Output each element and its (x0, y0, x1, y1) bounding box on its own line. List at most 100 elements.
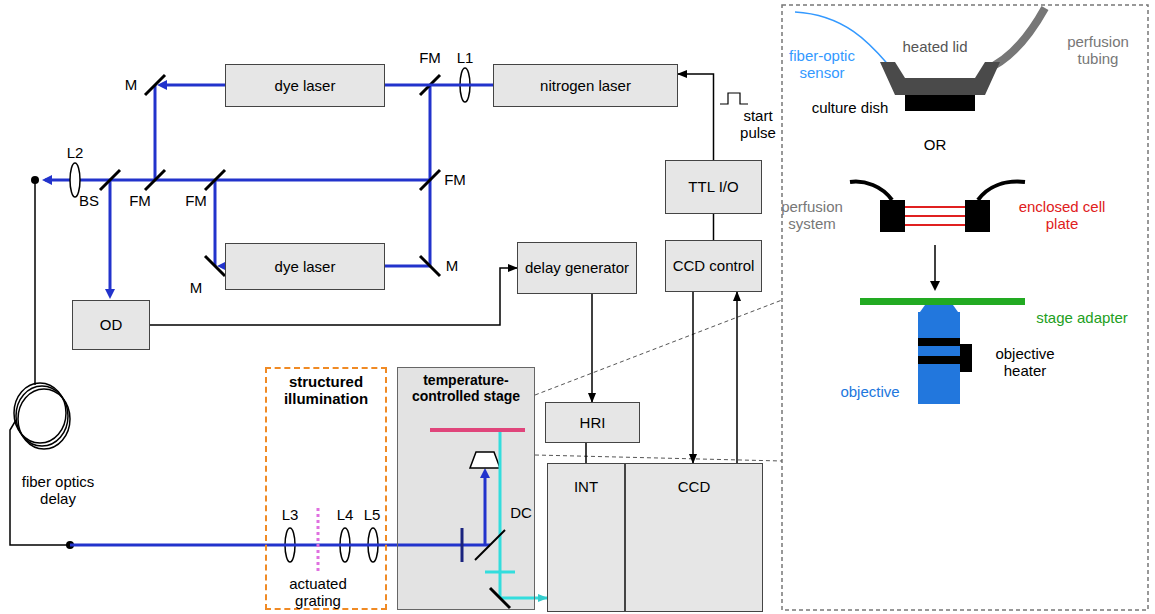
objective-symbol (470, 452, 500, 468)
beam-heads (42, 80, 227, 299)
lenses (70, 163, 80, 197)
mirrors (100, 170, 120, 190)
laser-beams (385, 265, 430, 268)
node-text: CCD (678, 478, 711, 495)
stage-group: temperature-controlled stage (397, 367, 535, 610)
node-text: dye laser (275, 258, 336, 275)
connector (535, 597, 547, 600)
mirrors (205, 256, 225, 276)
connector (591, 294, 593, 402)
node-text: dye laser (275, 77, 336, 94)
plate-block (965, 200, 990, 232)
laser-beams (429, 85, 432, 266)
node-text: TTL I/O (688, 178, 738, 195)
lens-label: L1 (457, 49, 474, 66)
perfusion-tube (985, 8, 1045, 70)
emission-beam (485, 571, 515, 574)
node-text: delay generator (525, 259, 629, 276)
mirrors (420, 256, 440, 276)
camera-box: CCD (625, 463, 763, 612)
plate-lines (905, 207, 965, 225)
laser-box: dye laser (225, 64, 385, 107)
fiber (18, 389, 70, 449)
heater-label: objective heater (985, 345, 1065, 380)
io-box: TTL I/O (665, 160, 762, 214)
mirror-label: FM (185, 192, 207, 209)
heated-lid (880, 62, 1000, 95)
objective-label: objective (840, 383, 899, 400)
perfusion-lines (850, 182, 892, 200)
laser-beams (109, 180, 112, 292)
lens-label: L4 (337, 506, 354, 523)
beam-heads (42, 175, 52, 185)
lid-label: heated lid (902, 38, 967, 55)
mirror-label: FM (444, 171, 466, 188)
dichroic (475, 530, 505, 560)
node-text: CCD control (673, 257, 755, 274)
detector-box: OD (72, 300, 150, 350)
fiber-label: fiber optics delay (16, 473, 100, 508)
mirrors (145, 75, 165, 95)
node-text: OD (100, 316, 123, 333)
node-text: temperature-controlled stage (402, 372, 530, 404)
excitation-beam (484, 476, 487, 545)
intensifier-box: HRI (545, 402, 640, 443)
connector (385, 84, 493, 87)
down-arrow (934, 245, 936, 282)
tubing-label: perfusion tubing (1058, 33, 1138, 68)
fiber (34, 180, 36, 385)
interferometer-box: INT (547, 463, 625, 612)
laser-beams (45, 85, 430, 292)
illumination-beam (70, 544, 490, 547)
objective-heater (960, 344, 972, 372)
inset-frame (782, 5, 1148, 610)
mirrors (420, 170, 440, 190)
mirrors (145, 170, 165, 190)
or-label: OR (924, 136, 947, 153)
lens-label: L2 (67, 144, 84, 161)
mirror-label: M (125, 76, 138, 93)
signal-label: start pulse (735, 107, 781, 142)
laser-beams (214, 180, 217, 266)
zoom-lines (535, 300, 782, 395)
perfusion-lines (850, 182, 1025, 200)
perfusion-lines (978, 182, 1025, 200)
control-box: CCD control (665, 240, 762, 292)
mirror-label: M (446, 257, 459, 274)
objective-tip (920, 305, 958, 312)
plate-lines (905, 224, 965, 226)
objective-band (918, 338, 960, 346)
mirror-label: M (190, 279, 203, 296)
mirror-label: FM (129, 192, 151, 209)
actuated-grating (317, 508, 320, 572)
node-text: structured illumination (271, 373, 381, 408)
illumination-group: structured illumination (265, 367, 387, 610)
lens-label: L5 (364, 506, 381, 523)
mirror (490, 588, 510, 608)
mirrors (205, 170, 225, 190)
emission-beam (500, 597, 535, 600)
laser-box: dye laser (225, 243, 385, 290)
connector (692, 292, 694, 463)
zoom-lines (535, 300, 782, 461)
node-text: INT (574, 478, 598, 495)
objective-body (918, 312, 960, 404)
laser-beams (154, 85, 157, 180)
grating-label: actuated grating (268, 575, 368, 610)
fiber-ends (31, 176, 39, 184)
plate-block (880, 200, 905, 232)
lenses (70, 68, 470, 562)
plate-label: enclosed cell plate (1017, 198, 1107, 233)
splitter-label: BS (79, 192, 99, 209)
sensor-label: fiber-optic sensor (782, 47, 862, 82)
sample (430, 428, 525, 432)
mirror-label: FM (419, 49, 441, 66)
emission-beam (485, 432, 535, 598)
perfusion-label: perfusion system (772, 198, 852, 233)
dish-label: culture dish (812, 99, 889, 116)
excitation-head (480, 468, 490, 478)
beam-heads (105, 289, 115, 299)
adapter-label: stage adapter (1027, 309, 1137, 326)
stage-fill (397, 367, 535, 610)
laser-beams (163, 84, 225, 87)
